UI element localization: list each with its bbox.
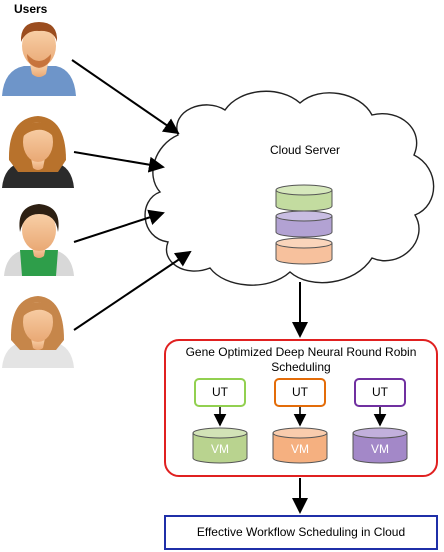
user-green-shirt-icon <box>4 204 74 276</box>
scheduler-title-line2: Scheduling <box>271 360 331 374</box>
ut-box-3 <box>354 378 406 407</box>
ut-label-2: UT <box>292 385 308 399</box>
arrow-user2-cloud <box>73 151 165 173</box>
users-label: Users <box>14 2 48 16</box>
ut-box-2 <box>274 378 326 407</box>
user-female-icon <box>2 116 74 188</box>
vm-cylinder-3 <box>352 427 408 464</box>
arrow-user1-cloud <box>71 59 180 135</box>
arrow-user3-cloud <box>73 209 165 243</box>
vm-label-2: VM <box>291 442 309 456</box>
ut-label-3: UT <box>372 385 388 399</box>
arrow-user4-cloud <box>73 250 192 331</box>
vm-label-3: VM <box>371 442 389 456</box>
user-male-icon <box>2 22 76 96</box>
user-female-light-icon <box>2 296 74 368</box>
output-label: Effective Workflow Scheduling in Cloud <box>196 525 406 539</box>
database-icon <box>275 184 333 265</box>
cloud-label: Cloud Server <box>269 143 341 157</box>
vm-label-1: VM <box>211 442 229 456</box>
vm-cylinder-2 <box>272 427 328 464</box>
ut-label-1: UT <box>212 385 228 399</box>
output-box <box>164 515 438 550</box>
scheduler-title-line1: Gene Optimized Deep Neural Round Robin <box>185 345 417 359</box>
ut-box-1 <box>194 378 246 407</box>
vm-cylinder-1 <box>192 427 248 464</box>
